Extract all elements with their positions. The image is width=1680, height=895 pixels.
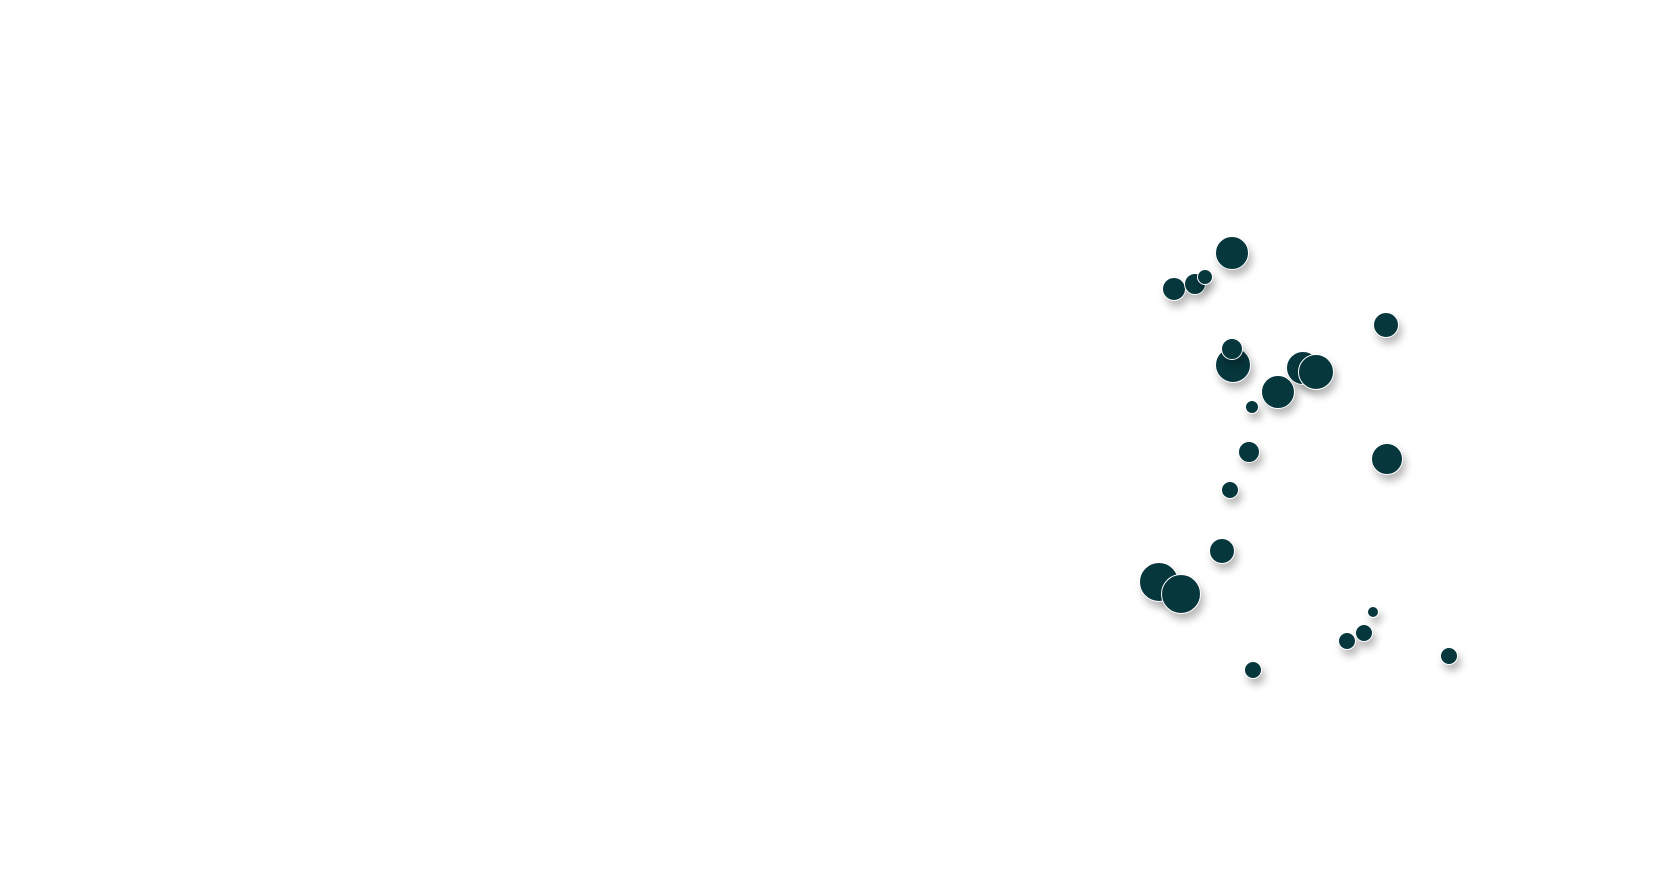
map-marker[interactable] [1245,400,1259,414]
map-marker[interactable] [1197,269,1213,285]
map-marker[interactable] [1261,375,1295,409]
map-marker[interactable] [1371,443,1403,475]
map-marker[interactable] [1367,606,1379,618]
map-marker[interactable] [1238,441,1260,463]
map-marker[interactable] [1221,338,1243,360]
map-marker[interactable] [1161,574,1201,614]
map-marker[interactable] [1440,647,1458,665]
map-marker[interactable] [1162,277,1186,301]
map-marker[interactable] [1373,312,1399,338]
map-marker[interactable] [1338,632,1356,650]
map-marker[interactable] [1298,354,1334,390]
map-marker[interactable] [1355,624,1373,642]
map-marker[interactable] [1209,538,1235,564]
map-marker[interactable] [1244,661,1262,679]
map-marker[interactable] [1215,236,1249,270]
map-marker[interactable] [1221,481,1239,499]
